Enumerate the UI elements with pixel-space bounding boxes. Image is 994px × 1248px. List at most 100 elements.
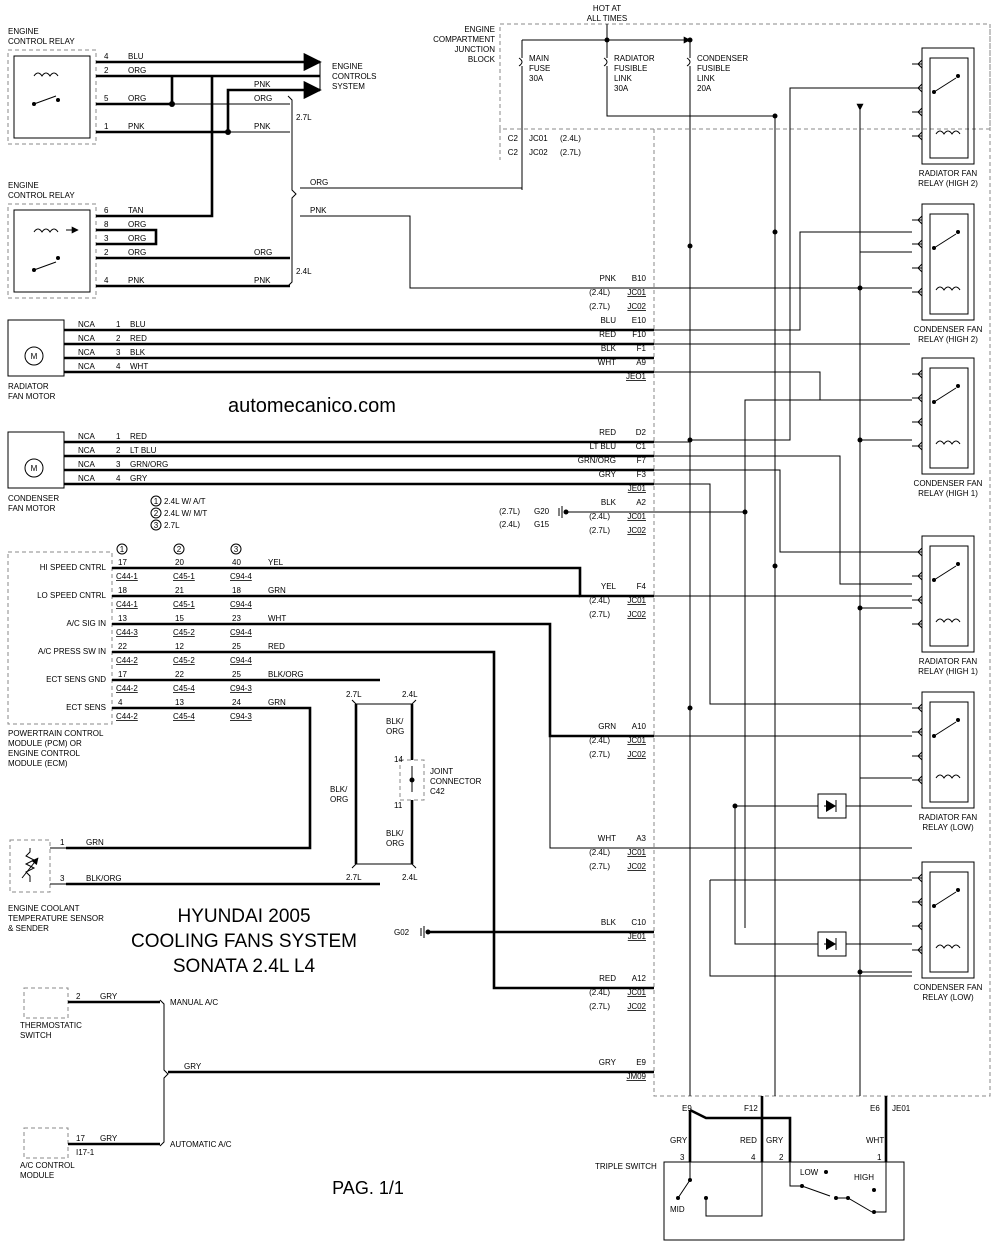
g20-variant: (2.7L) <box>499 507 520 516</box>
pcm-row-3-conn-1: C45-2 <box>173 656 195 665</box>
fuse-main-1: FUSE <box>529 64 550 73</box>
fuse-rad-3: 30A <box>614 84 629 93</box>
ac-control-module: 17 GRY I17-1 A/C CONTROL MODULE AUTOMATI… <box>20 1127 232 1180</box>
pcm-row-0-conn-2: C94-4 <box>230 572 252 581</box>
ts-pin-3: 3 <box>680 1153 685 1162</box>
ecr2-org-right: ORG <box>254 248 272 257</box>
jb-variant-28: (2.4L) <box>589 988 610 997</box>
ecr2-pin-2: 3 <box>104 234 109 243</box>
jb-variant-14: (2.4L) <box>589 512 610 521</box>
ecr1-pin-3: 1 <box>104 122 109 131</box>
acm-pin: 17 <box>76 1134 85 1143</box>
motor-m-icon: M <box>31 352 38 361</box>
radiator_motor-color-1: RED <box>130 334 147 343</box>
jb-color-30: GRY <box>599 1058 617 1067</box>
jb-color-16: YEL <box>601 582 617 591</box>
jb-conn-29: JC02 <box>627 1002 646 1011</box>
pcm-row-color-4: BLK/ORG <box>268 670 304 679</box>
ecr1-pin-2: 5 <box>104 94 109 103</box>
relay-name-1-1: RELAY (HIGH 2) <box>918 335 978 344</box>
pcm-row-name-0: HI SPEED CNTRL <box>40 563 107 572</box>
jb-variant-29: (2.7L) <box>589 1002 610 1011</box>
jb-conn-20: JC01 <box>627 736 646 745</box>
ecr2-color-2: ORG <box>128 234 146 243</box>
relay-pin-mark-0-1 <box>917 83 923 93</box>
junction-label-3: BLOCK <box>468 55 496 64</box>
condenser_motor-color-2: GRN/ORG <box>130 460 168 469</box>
jb-color-11: GRY <box>599 470 617 479</box>
condenser_motor-nca-0: NCA <box>78 432 96 441</box>
joint-blk-1: ORG <box>386 727 404 736</box>
jb-conn-18: JC02 <box>627 610 646 619</box>
relay-pin-mark-4-3 <box>917 775 923 785</box>
jb-variant-24: (2.7L) <box>589 862 610 871</box>
legend-text-2: 2.7L <box>164 521 180 530</box>
feed-pnk: PNK <box>310 206 327 215</box>
jb-pin-8: D2 <box>636 428 647 437</box>
ts-wire-color-3: WHT <box>866 1136 884 1145</box>
relay-pin-mark-2-3 <box>917 441 923 451</box>
jb-color-22: WHT <box>598 834 616 843</box>
relay-box-3 <box>921 535 975 653</box>
fuse-rad-2: LINK <box>614 74 632 83</box>
jb-conn-7: JEO1 <box>626 372 647 381</box>
pcm-row-3-pin-0: 22 <box>118 642 127 651</box>
jb-color-10: GRN/ORG <box>578 456 616 465</box>
title-line-0: HYUNDAI 2005 <box>177 906 310 927</box>
variant-27-top: 2.7L <box>296 113 312 122</box>
pcm-row-0-pin-1: 20 <box>175 558 184 567</box>
pcm-row-3-conn-2: C94-4 <box>230 656 252 665</box>
acm-label-1: MODULE <box>20 1171 54 1180</box>
condenser_motor-color-3: GRY <box>130 474 148 483</box>
ac-bracket <box>159 999 169 1147</box>
ecr2-color-3: ORG <box>128 248 146 257</box>
jb-pin-27: A12 <box>632 974 647 983</box>
relay-name-2-1: RELAY (HIGH 1) <box>918 489 978 498</box>
condenser-fan-motor: M CONDENSER FAN MOTOR <box>7 431 65 513</box>
relay-name-5-0: CONDENSER FAN <box>914 983 983 992</box>
relay-contact-dot-a-0 <box>932 90 936 94</box>
jb-conn-31: JM09 <box>626 1072 646 1081</box>
ts-wire-color-2: GRY <box>766 1136 784 1145</box>
relay-contact-icon-3 <box>933 565 957 581</box>
pcm-row-1-conn-0: C44-1 <box>116 600 138 609</box>
relay-pin-mark-4-1 <box>917 727 923 737</box>
pcm-row-0-pin-0: 17 <box>118 558 127 567</box>
ts-pin-2: 2 <box>779 1153 784 1162</box>
jb-c2-b: C2 <box>508 148 519 157</box>
relay-pin-mark-3-2 <box>917 595 923 605</box>
pcm-row-color-2: WHT <box>268 614 286 623</box>
joint-v24-bot: 2.4L <box>402 873 418 882</box>
pcm-row-1-pin-2: 18 <box>232 586 241 595</box>
relay-box-4 <box>921 691 975 809</box>
jb-variant-17: (2.4L) <box>589 596 610 605</box>
ect-pin-3: 3 <box>60 874 65 883</box>
variant-bracket <box>287 95 297 287</box>
acm-color: GRY <box>100 1134 118 1143</box>
engine-control-relay-2: ENGINE CONTROL RELAY <box>7 181 97 299</box>
pcm-col-circle-1 <box>173 543 185 555</box>
relay-pin-mark-2-0 <box>917 369 923 379</box>
pcm-row-2-conn-0: C44-3 <box>116 628 138 637</box>
relay-inner-0 <box>929 57 969 159</box>
relay-name-5-1: RELAY (LOW) <box>922 993 974 1002</box>
ecr2-pin-3: 2 <box>104 248 109 257</box>
relay-contact-dot-a-5 <box>932 904 936 908</box>
jb-color-27: RED <box>599 974 616 983</box>
relay-box-2 <box>921 357 975 475</box>
ts-label: TRIPLE SWITCH <box>595 1162 657 1171</box>
ecr1-color-0: BLU <box>128 52 144 61</box>
ecr2-pin-1: 8 <box>104 220 109 229</box>
jb-conn-b: JC02 <box>529 148 548 157</box>
pcm-row-4-conn-0: C44-2 <box>116 684 138 693</box>
junction-block: ENGINE COMPARTMENT JUNCTION BLOCK HOT AT… <box>433 4 991 1097</box>
relay-box-1 <box>921 203 975 321</box>
radiator_motor-nca-1: NCA <box>78 334 96 343</box>
relay-name-2-0: CONDENSER FAN <box>914 479 983 488</box>
jb-conn-17: JC01 <box>627 596 646 605</box>
pcm-row-5-pin-2: 24 <box>232 698 241 707</box>
legend-num-0: 1 <box>154 497 159 506</box>
relay-contact-dot-a-1 <box>932 246 936 250</box>
